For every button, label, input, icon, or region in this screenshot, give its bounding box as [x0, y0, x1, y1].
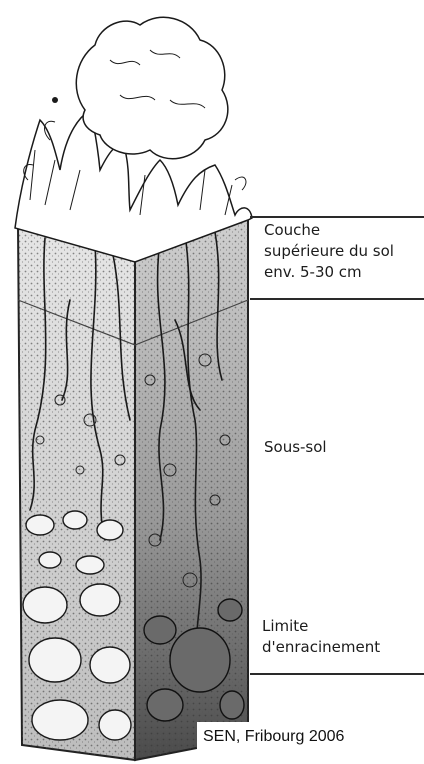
- vegetation: [15, 17, 252, 262]
- topsoil-bottom-line: [250, 298, 424, 300]
- topsoil-top-line: [250, 216, 424, 218]
- topsoil-label-line-2: supérieure du sol: [264, 242, 394, 260]
- subsoil-label: Sous-sol: [264, 437, 327, 458]
- subsoil-label-line-1: Sous-sol: [264, 438, 327, 456]
- rooting-limit-label-line-2: d'enracinement: [262, 638, 380, 656]
- rooting-limit-line: [250, 673, 424, 675]
- rooting-limit-label: Limite d'enracinement: [262, 616, 380, 658]
- topsoil-label-line-3: env. 5-30 cm: [264, 263, 362, 281]
- topsoil-label: Couche supérieure du sol env. 5-30 cm: [264, 220, 394, 283]
- source-credit: SEN, Fribourg 2006: [197, 722, 392, 752]
- rooting-limit-label-line-1: Limite: [262, 617, 308, 635]
- topsoil-label-line-1: Couche: [264, 221, 320, 239]
- insect-icon: [52, 97, 58, 103]
